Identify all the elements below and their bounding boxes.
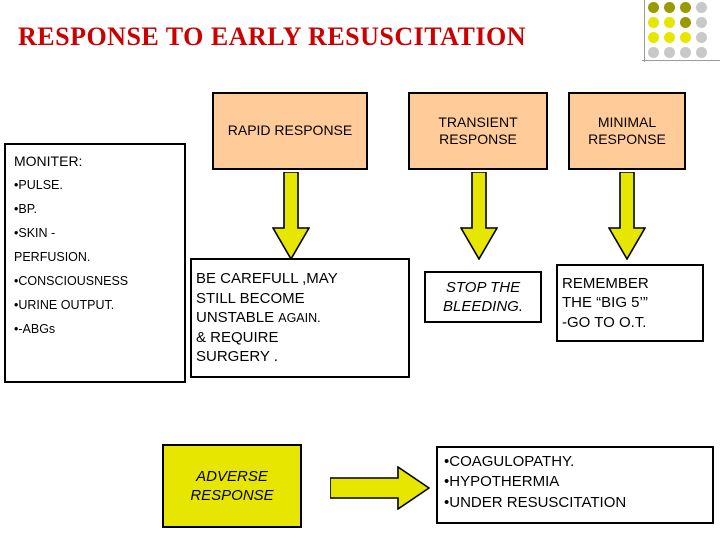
- dot: [648, 32, 659, 43]
- decorative-dot-grid: [642, 0, 720, 62]
- result-text-rapid-response: BE CAREFULL ,MAY STILL BECOME UNSTABLE A…: [192, 267, 408, 369]
- result-line-1: STOP THE: [445, 278, 521, 296]
- dot: [696, 47, 707, 58]
- dot: [696, 17, 707, 28]
- complication-hypothermia: •HYPOTHERMIA: [444, 473, 560, 491]
- result-text-transient-response: STOP THE BLEEDING.: [426, 276, 540, 319]
- result-line-3-main: UNSTABLE: [196, 309, 279, 327]
- monitor-item-pulse: •PULSE.: [14, 178, 63, 192]
- complication-under-resuscitation: •UNDER RESUSCITATION: [444, 493, 627, 511]
- header-box-transient-response: TRANSIENT RESPONSE: [408, 92, 548, 170]
- result-box-transient-response: STOP THE BLEEDING.: [424, 271, 542, 323]
- complication-coagulopathy: •COAGULOPATHY.: [444, 453, 575, 470]
- dot: [680, 2, 691, 13]
- dot-grid-horizontal-line: [642, 60, 720, 61]
- dot: [664, 47, 675, 58]
- result-line-3: UNSTABLE AGAIN.: [196, 308, 404, 328]
- header-label-minimal-response: MINIMAL RESPONSE: [588, 113, 666, 148]
- dot: [680, 47, 691, 58]
- adverse-label-line-1: ADVERSE: [196, 467, 268, 485]
- monitor-item-abgs: •-ABGs: [14, 322, 56, 336]
- monitor-item-bp: •BP.: [14, 202, 37, 216]
- arrow-right-adverse: [329, 465, 431, 511]
- adverse-label-line-2: RESPONSE: [190, 487, 274, 504]
- monitor-item-consciousness: •CONSCIOUSNESS: [14, 274, 129, 288]
- dot: [680, 17, 691, 28]
- dot: [648, 47, 659, 58]
- result-line-5: SURGERY .: [196, 348, 278, 366]
- dot: [664, 17, 675, 28]
- header-label-rapid-response: RAPID RESPONSE: [227, 122, 353, 139]
- result-text-minimal-response: REMEMBER THE “BIG 5’” -GO TO O.T.: [558, 272, 702, 335]
- adverse-response-label: ADVERSE RESPONSE: [164, 465, 300, 508]
- dot: [696, 32, 707, 43]
- header-box-minimal-response: MINIMAL RESPONSE: [568, 92, 686, 170]
- monitor-item-urine-output: •URINE OUTPUT.: [14, 298, 115, 312]
- result-line-2: BLEEDING.: [442, 298, 524, 315]
- result-box-rapid-response: BE CAREFULL ,MAY STILL BECOME UNSTABLE A…: [190, 258, 410, 378]
- arrow-down-minimal: [607, 171, 647, 261]
- result-line-3-emphasis: AGAIN.: [278, 311, 321, 326]
- result-line-4: & REQUIRE: [196, 328, 279, 346]
- monitor-parameters-box: MONITER: •PULSE. •BP. •SKIN - PERFUSION.…: [4, 143, 186, 383]
- monitor-item-perfusion: PERFUSION.: [14, 250, 91, 264]
- arrow-down-icon: [271, 171, 311, 261]
- arrow-down-rapid: [271, 171, 311, 261]
- dot: [680, 32, 691, 43]
- header-label-transient-response: TRANSIENT RESPONSE: [438, 113, 518, 148]
- result-line-1: REMEMBER: [562, 274, 649, 292]
- result-line-2: STILL BECOME: [196, 289, 305, 307]
- result-box-minimal-response: REMEMBER THE “BIG 5’” -GO TO O.T.: [556, 264, 704, 342]
- monitor-item-skin: •SKIN -: [14, 226, 56, 240]
- adverse-complications-box: •COAGULOPATHY. •HYPOTHERMIA •UNDER RESUS…: [436, 446, 714, 524]
- dot: [696, 2, 707, 13]
- slide-title: RESPONSE TO EARLY RESUSCITATION: [18, 22, 526, 51]
- adverse-response-box: ADVERSE RESPONSE: [162, 444, 302, 528]
- dot: [648, 2, 659, 13]
- header-box-rapid-response: RAPID RESPONSE: [212, 92, 368, 170]
- arrow-down-icon: [459, 171, 499, 261]
- arrow-down-icon: [607, 171, 647, 261]
- dot-grid-vertical-line: [644, 0, 645, 62]
- result-line-3: -GO TO O.T.: [562, 313, 647, 331]
- monitor-title: MONITER:: [14, 153, 83, 169]
- arrow-down-transient: [459, 171, 499, 261]
- dot: [648, 17, 659, 28]
- arrow-right-icon: [329, 465, 431, 511]
- dot: [664, 2, 675, 13]
- result-line-1: BE CAREFULL ,MAY: [196, 270, 338, 288]
- result-line-2: THE “BIG 5’”: [562, 294, 648, 312]
- dot: [664, 32, 675, 43]
